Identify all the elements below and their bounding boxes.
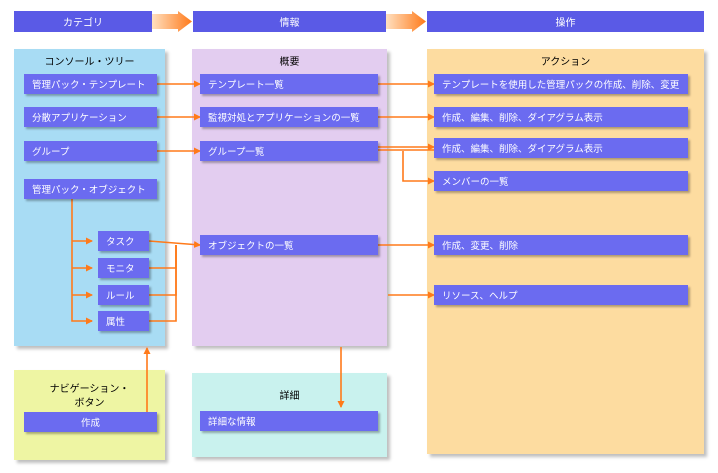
actions-title: アクション xyxy=(540,57,591,68)
action-resources-help: リソース、ヘルプ xyxy=(434,285,688,305)
console-item-distributed-app: 分散アプリケーション xyxy=(24,107,157,127)
details-info-box: 詳細な情報 xyxy=(200,411,378,431)
header-arrow-2 xyxy=(386,11,426,32)
console-sub-task: タスク xyxy=(98,231,149,251)
console-tree-title: コンソール・ツリー xyxy=(44,57,135,68)
navigation-title-line1: ナビゲーション・ xyxy=(49,384,130,395)
overview-title: 概要 xyxy=(279,57,300,68)
header-info: 情報 xyxy=(193,11,386,32)
overview-group-list: グループ一覧 xyxy=(200,141,378,161)
header-category: カテゴリ xyxy=(14,11,152,32)
action-create-edit-2: 作成、編集、削除、ダイアグラム表示 xyxy=(434,138,688,158)
console-item-mp-object: 管理パック・オブジェクト xyxy=(24,179,157,199)
console-item-group: グループ xyxy=(24,141,157,161)
navigation-create-box: 作成 xyxy=(24,412,157,432)
console-sub-attribute: 属性 xyxy=(98,311,149,331)
header-operation: 操作 xyxy=(427,11,704,32)
action-create-change-delete: 作成、変更、削除 xyxy=(434,235,688,255)
overview-panel: 概要 xyxy=(192,49,387,346)
action-create-edit-1: 作成、編集、削除、ダイアグラム表示 xyxy=(434,107,688,127)
overview-monitored-apps-list: 監視対処とアプリケーションの一覧 xyxy=(200,107,378,127)
header-arrow-1 xyxy=(152,11,192,32)
overview-object-list: オブジェクトの一覧 xyxy=(200,235,378,255)
action-template-mp: テンプレートを使用した管理パックの作成、削除、変更 xyxy=(434,74,688,94)
overview-template-list: テンプレート一覧 xyxy=(200,74,378,94)
console-item-template: 管理パック・テンプレート xyxy=(24,74,157,94)
console-sub-rule: ルール xyxy=(98,285,149,305)
console-sub-monitor: モニタ xyxy=(98,258,149,278)
navigation-title-line2: ボタン xyxy=(74,398,105,409)
details-title: 詳細 xyxy=(279,391,300,402)
action-member-list: メンバーの一覧 xyxy=(434,171,688,191)
